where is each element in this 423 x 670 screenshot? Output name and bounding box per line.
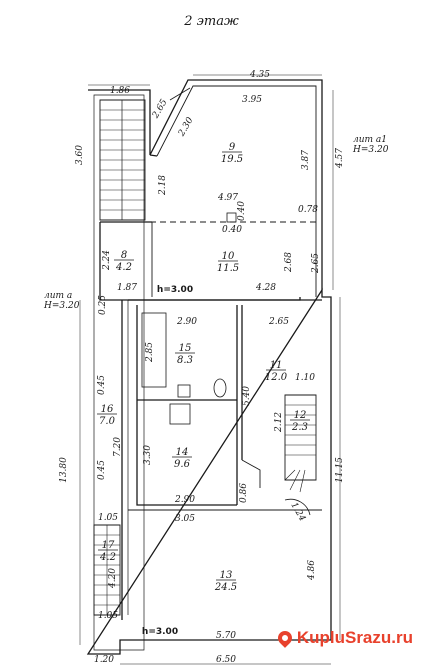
dimension-d_086: 0.86 (239, 483, 249, 503)
dimension-d_570: 5.70 (216, 631, 236, 641)
room-area-10: 11.5 (217, 263, 239, 274)
dimension-width_497: 4.97 (217, 193, 238, 203)
dimension-d_120: 1.20 (94, 655, 114, 665)
dimension-d_290b: 2.90 (174, 495, 195, 505)
room-number-17: 17 (102, 540, 115, 551)
dimension-stair_top_width: 1.86 (110, 86, 130, 96)
dimension-d_045b: 0.45 (97, 460, 107, 480)
room-area-14: 9.6 (174, 459, 191, 470)
room-number-16: 16 (101, 404, 114, 415)
dimension-d_290a: 2.90 (176, 317, 197, 327)
dimension-d_187: 1.87 (117, 283, 137, 293)
dimension-d_105b: 1.05 (98, 611, 118, 621)
ceiling-height-1: h=3.00 (157, 285, 193, 295)
dimension-d_285: 2.85 (145, 342, 155, 363)
room-area-12: 2.3 (291, 422, 308, 433)
dimension-d_305: 3.05 (175, 514, 195, 524)
dimension-d_420: 4.20 (108, 568, 118, 589)
dimension-col_040b: 0.40 (222, 225, 242, 235)
dimension-d_540: 5.40 (242, 386, 252, 406)
dimension-right_457: 4.57 (335, 148, 345, 169)
room-area-17: 4.2 (99, 552, 116, 563)
dimension-d_105a: 1.05 (98, 513, 118, 523)
dimension-d_330: 3.30 (143, 445, 153, 465)
dimension-d_486: 4.86 (307, 560, 317, 581)
room-area-11: 12.0 (265, 372, 288, 383)
dimension-top_outer: 4.35 (249, 70, 270, 80)
dimension-bay_b: 2.30 (176, 116, 195, 139)
dimension-right_265: 2.65 (311, 253, 321, 274)
dimension-d_650: 6.50 (216, 655, 236, 665)
dimension-d_025: 0.25 (98, 295, 108, 315)
dimension-right_387: 3.87 (301, 150, 311, 170)
room-number-11: 11 (270, 360, 283, 371)
dimension-r8_224: 2.24 (102, 250, 112, 271)
room-area-15: 8.3 (177, 355, 193, 366)
room-number-15: 15 (179, 343, 192, 354)
dimension-d_720: 7.20 (113, 437, 123, 457)
dimension-bay_a: 2.65 (150, 98, 169, 121)
ceiling-height-2: h=3.00 (142, 627, 178, 637)
room-number-10: 10 (222, 251, 235, 262)
dimension-d_124: 1.24 (288, 501, 307, 524)
dimension-r10_268: 2.68 (284, 252, 294, 273)
dimension-labels: 1.86 3.60 4.35 3.95 2.65 2.30 2.18 3.87 4.57 4.97… (59, 70, 345, 665)
room-number-8: 8 (121, 250, 127, 261)
dimension-d_1115: 11.15 (335, 457, 345, 483)
room-number-12: 12 (294, 410, 307, 421)
dimension-d_1380: 13.80 (59, 457, 69, 483)
room-number-9: 9 (229, 142, 236, 153)
walls (79, 74, 341, 665)
lit-a-label: лит а H=3.20 (44, 291, 80, 311)
room-area-8: 4.2 (115, 262, 132, 273)
dimension-d_045a: 0.45 (97, 375, 107, 395)
room-number-13: 13 (220, 570, 233, 581)
dimension-left_219: 2.18 (158, 175, 168, 196)
watermark: KupluSrazu.ru (274, 628, 413, 648)
dimension-col_040a: 0.40 (237, 201, 247, 221)
room-area-16: 7.0 (99, 416, 116, 427)
dimension-d_265b: 2.65 (268, 317, 289, 327)
ceiling-height-labels: h=3.00 h=3.00 (142, 285, 193, 637)
dimension-right_078: 0.78 (298, 205, 318, 215)
location-pin-icon (274, 628, 295, 648)
dimension-top_inner: 3.95 (242, 95, 262, 105)
dimension-d_212: 2.12 (274, 412, 284, 433)
floor-title: 2 этаж (184, 14, 239, 29)
dimension-d_110: 1.10 (295, 373, 315, 383)
dimension-stair_height: 3.60 (75, 145, 85, 165)
room-number-14: 14 (176, 447, 189, 458)
dimension-d_428: 4.28 (255, 283, 276, 293)
room-area-13: 24.5 (214, 582, 237, 593)
room-area-9: 19.5 (221, 154, 243, 165)
lit-a1-label: лит а1 H=3.20 (353, 135, 389, 155)
